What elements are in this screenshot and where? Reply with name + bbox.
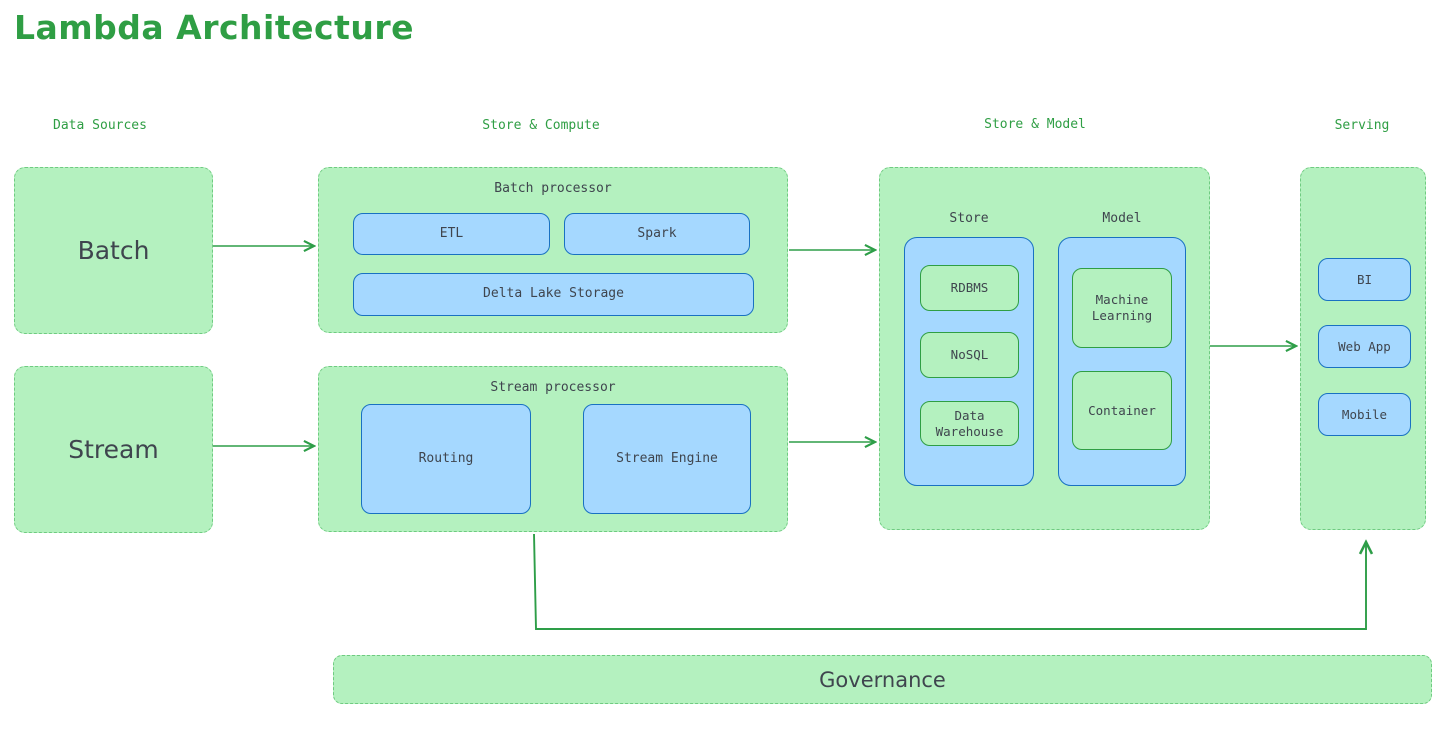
- model-title: Model: [1102, 211, 1142, 226]
- node-stream-label: Stream: [68, 435, 159, 464]
- column-header-store-model: Store & Model: [984, 117, 1086, 132]
- group-store-model: Store Model RDBMS NoSQL Data Warehouse M…: [879, 167, 1210, 530]
- model-container: Machine Learning Container: [1058, 237, 1186, 486]
- node-delta-lake-storage: Delta Lake Storage: [353, 273, 754, 316]
- node-machine-learning: Machine Learning: [1072, 268, 1172, 348]
- node-routing: Routing: [361, 404, 531, 514]
- node-spark: Spark: [564, 213, 750, 255]
- batch-processor-title: Batch processor: [494, 181, 612, 196]
- node-rdbms: RDBMS: [920, 265, 1019, 311]
- arrow-stream-processor-to-serving-bottom: [533, 533, 1366, 630]
- node-data-warehouse: Data Warehouse: [920, 401, 1019, 446]
- node-governance: Governance: [333, 655, 1432, 704]
- column-header-serving: Serving: [1334, 118, 1390, 133]
- node-stream: Stream: [14, 366, 213, 533]
- store-container: RDBMS NoSQL Data Warehouse: [904, 237, 1034, 486]
- node-container: Container: [1072, 371, 1172, 450]
- store-title: Store: [949, 211, 989, 226]
- page-title: Lambda Architecture: [14, 8, 415, 47]
- column-header-store-compute: Store & Compute: [482, 118, 600, 133]
- governance-label: Governance: [819, 667, 946, 692]
- group-stream-processor: Stream processor Routing Stream Engine: [318, 366, 788, 532]
- node-batch-label: Batch: [77, 236, 150, 265]
- node-batch: Batch: [14, 167, 213, 334]
- stream-processor-title: Stream processor: [490, 380, 616, 395]
- node-mobile: Mobile: [1318, 393, 1411, 436]
- group-serving: BI Web App Mobile: [1300, 167, 1426, 530]
- node-stream-engine: Stream Engine: [583, 404, 751, 514]
- node-nosql: NoSQL: [920, 332, 1019, 378]
- node-web-app: Web App: [1318, 325, 1411, 368]
- node-etl: ETL: [353, 213, 550, 255]
- node-bi: BI: [1318, 258, 1411, 301]
- group-batch-processor: Batch processor ETL Spark Delta Lake Sto…: [318, 167, 788, 333]
- column-header-data-sources: Data Sources: [53, 118, 147, 133]
